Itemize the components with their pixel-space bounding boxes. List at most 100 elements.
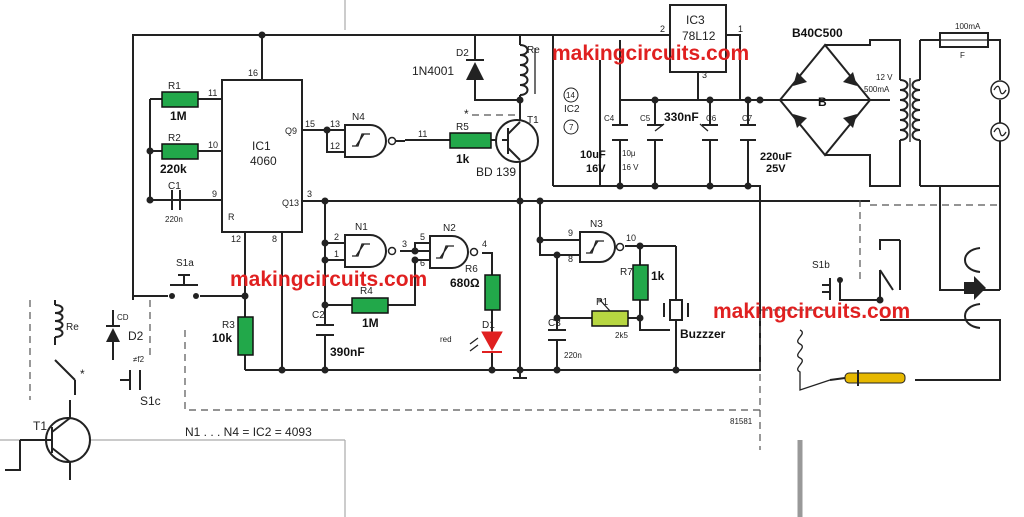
inset-diode-d2 xyxy=(106,328,120,342)
resistor-r5 xyxy=(449,132,492,149)
buzzer-label: Buzzzer xyxy=(680,327,726,341)
ic1-name: IC1 xyxy=(252,139,271,153)
nand-gate-n4 xyxy=(344,124,387,158)
watermark-middle: makingcircuits.com xyxy=(230,268,427,291)
inset-t1-leads xyxy=(20,400,71,480)
fuse-value: 100mA xyxy=(955,22,981,31)
resistor-r2 xyxy=(161,143,199,160)
s1a-actuator xyxy=(170,274,198,286)
ic1-pin-10: 10 xyxy=(208,140,218,150)
led-light-arrows xyxy=(469,337,479,352)
inset-pins-label: ≠f2 xyxy=(133,355,145,364)
transformer-primary xyxy=(911,40,921,186)
c2-name: C2 xyxy=(312,310,325,321)
resistor-r7 xyxy=(632,264,649,301)
n1-schmitt-icon xyxy=(352,243,370,257)
r5-value: 1k xyxy=(456,152,470,166)
ic1-body xyxy=(221,79,303,233)
ic1-pin-r: R xyxy=(228,212,235,222)
t1-part: BD 139 xyxy=(476,165,516,179)
n4-pin-12: 12 xyxy=(330,141,340,151)
d1-color: red xyxy=(440,335,452,344)
t1-name: T1 xyxy=(527,115,539,126)
n2-name: N2 xyxy=(443,223,456,234)
c1-value: 220n xyxy=(165,215,183,224)
wire-psu-top xyxy=(552,35,621,186)
potentiometer-p1 xyxy=(591,310,629,327)
buzzer-body xyxy=(669,299,683,321)
nand-gate-n4-bubble xyxy=(387,136,397,146)
inset-switch xyxy=(54,359,76,395)
n4-pin-13: 13 xyxy=(330,119,340,129)
arrow-right-icon xyxy=(964,276,986,300)
soldering-iron-tip xyxy=(829,377,846,381)
capacitor-c1 xyxy=(171,190,181,210)
inset-cd-label: CD xyxy=(117,313,129,322)
wire-iron-cable xyxy=(880,319,1001,381)
bridge-name: B40C500 xyxy=(792,26,843,40)
r4-name: R4 xyxy=(360,286,373,297)
ic1-pin-3: 3 xyxy=(307,189,312,199)
wire-bridge xyxy=(760,39,901,187)
bridge-diode-3 xyxy=(793,114,807,128)
wire-top-rail-right xyxy=(553,34,741,100)
buzzer-plates xyxy=(663,303,689,317)
s1a-contact-right xyxy=(193,293,199,299)
nand-gate-n1 xyxy=(344,234,387,268)
n4-schmitt-icon xyxy=(352,133,370,147)
ic1-pin-11: 11 xyxy=(208,88,217,98)
s1b-actuator xyxy=(822,278,831,300)
c-note-leaders xyxy=(654,123,709,132)
ic1-pin-15: 15 xyxy=(305,119,315,129)
n3-pin-8: 8 xyxy=(568,254,573,264)
resistor-r4 xyxy=(351,297,389,314)
watermark-top: makingcircuits.com xyxy=(552,42,749,65)
d1-name: D1 xyxy=(482,320,495,331)
s1b-label: S1b xyxy=(812,260,830,271)
transformer-current: 500mA xyxy=(864,85,890,94)
capacitor-c2 xyxy=(316,324,334,336)
n1-pin-2: 2 xyxy=(334,232,339,242)
ac-symbol-2 xyxy=(993,127,1007,137)
bridge-diode-2 xyxy=(843,72,857,86)
s1a-contact-left xyxy=(169,293,175,299)
n3-name: N3 xyxy=(590,219,603,230)
p1-wiper xyxy=(598,299,611,312)
ic1-part: 4060 xyxy=(250,154,277,168)
ic2-pin7: 7 xyxy=(569,123,574,132)
r6-name: R6 xyxy=(465,264,478,275)
ic2-pin14: 14 xyxy=(566,91,575,100)
ic3-pin-2: 2 xyxy=(660,24,665,34)
ic3-pin-1: 1 xyxy=(738,24,743,34)
r6-value: 680Ω xyxy=(450,276,480,290)
ic1-pin-9: 9 xyxy=(212,189,217,199)
c6-name: C6 xyxy=(706,114,717,123)
r7-value: 1k xyxy=(651,269,665,283)
resistor-r1 xyxy=(161,91,199,108)
p1-name: P1 xyxy=(596,297,609,308)
diode-d2 xyxy=(466,62,484,80)
nand-gate-n2-bubble xyxy=(469,247,479,257)
n4-name: N4 xyxy=(352,112,365,123)
socket-upper xyxy=(964,247,981,273)
t1-leads xyxy=(502,121,521,161)
inset-relay-coil xyxy=(54,300,64,345)
c4-value: 10uF xyxy=(580,149,606,161)
relay-star: * xyxy=(464,107,469,121)
ic1-pin-q9: Q9 xyxy=(285,126,297,136)
d2-part: 1N4001 xyxy=(412,64,454,78)
n3-schmitt-icon xyxy=(586,240,604,254)
capacitor-c6 xyxy=(702,124,718,141)
bridge-diode-4 xyxy=(843,114,857,128)
inset-leftline xyxy=(5,440,21,471)
junction-dots xyxy=(146,31,884,374)
ic1-pin-12: 12 xyxy=(231,234,241,244)
inset-s1c xyxy=(120,370,141,390)
bridge-diode-1 xyxy=(793,72,807,86)
wire-buzzer xyxy=(640,245,677,370)
c7-name: C7 xyxy=(742,114,753,123)
ground-symbol xyxy=(513,370,527,379)
ac-symbol-1 xyxy=(993,85,1007,95)
transistor-t1 xyxy=(495,119,539,163)
resistor-r6 xyxy=(484,274,501,311)
